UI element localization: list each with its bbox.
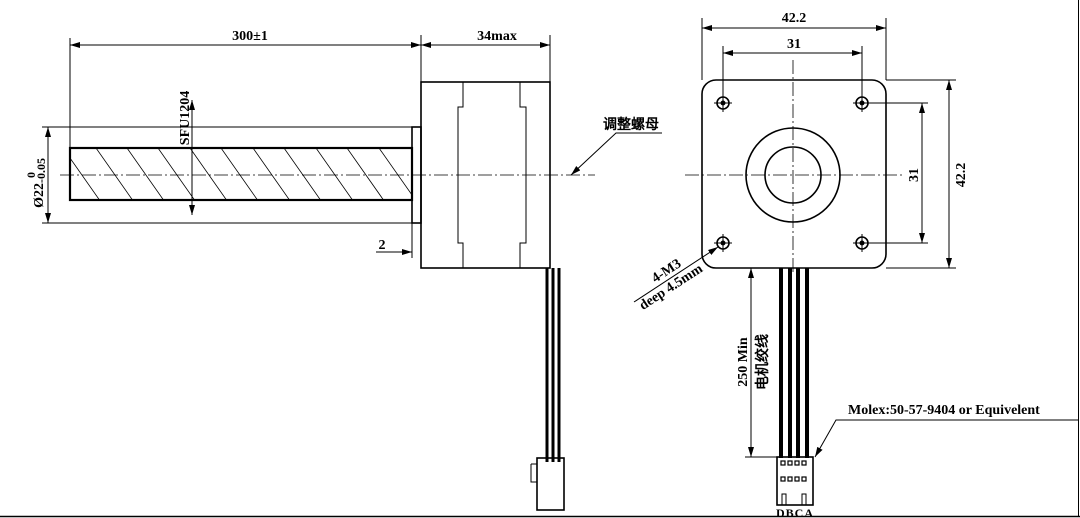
- hole-spacing-v: 31: [907, 168, 922, 182]
- side-wires: [530, 268, 565, 511]
- motor-face: [701, 79, 887, 269]
- diameter-tol-upper: 0: [24, 172, 38, 178]
- length-dim: 300±1: [232, 29, 268, 44]
- diameter-dim: Ø22: [32, 183, 47, 208]
- connector-label: Molex:50-57-9404 or Equivelent: [848, 403, 1040, 418]
- front-view: 42.2 31 42.2 31 4-M3 deep 4.5mm: [633, 11, 1078, 518]
- mounting-holes: [714, 94, 871, 252]
- side-view: 300±1 34max: [24, 29, 662, 511]
- pin-labels: DBCA: [776, 506, 814, 518]
- nut-label: 调整螺母: [603, 116, 659, 133]
- hole-spacing-h: 31: [787, 37, 801, 52]
- wire-label: 电机绞线: [754, 334, 771, 390]
- motor-length-dim: 34max: [477, 29, 517, 44]
- diameter-tol-lower: -0.05: [34, 158, 48, 183]
- connector: DBCA: [776, 456, 814, 518]
- screw-label: SFU1204: [178, 91, 193, 145]
- front-wires: [779, 268, 809, 458]
- lead-screw: [68, 146, 414, 202]
- flange-dim: 2: [379, 238, 386, 253]
- width-dim: 42.2: [782, 11, 807, 26]
- wire-length: 250 Min: [736, 337, 751, 387]
- side-connector: [536, 457, 565, 511]
- height-dim: 42.2: [954, 163, 969, 188]
